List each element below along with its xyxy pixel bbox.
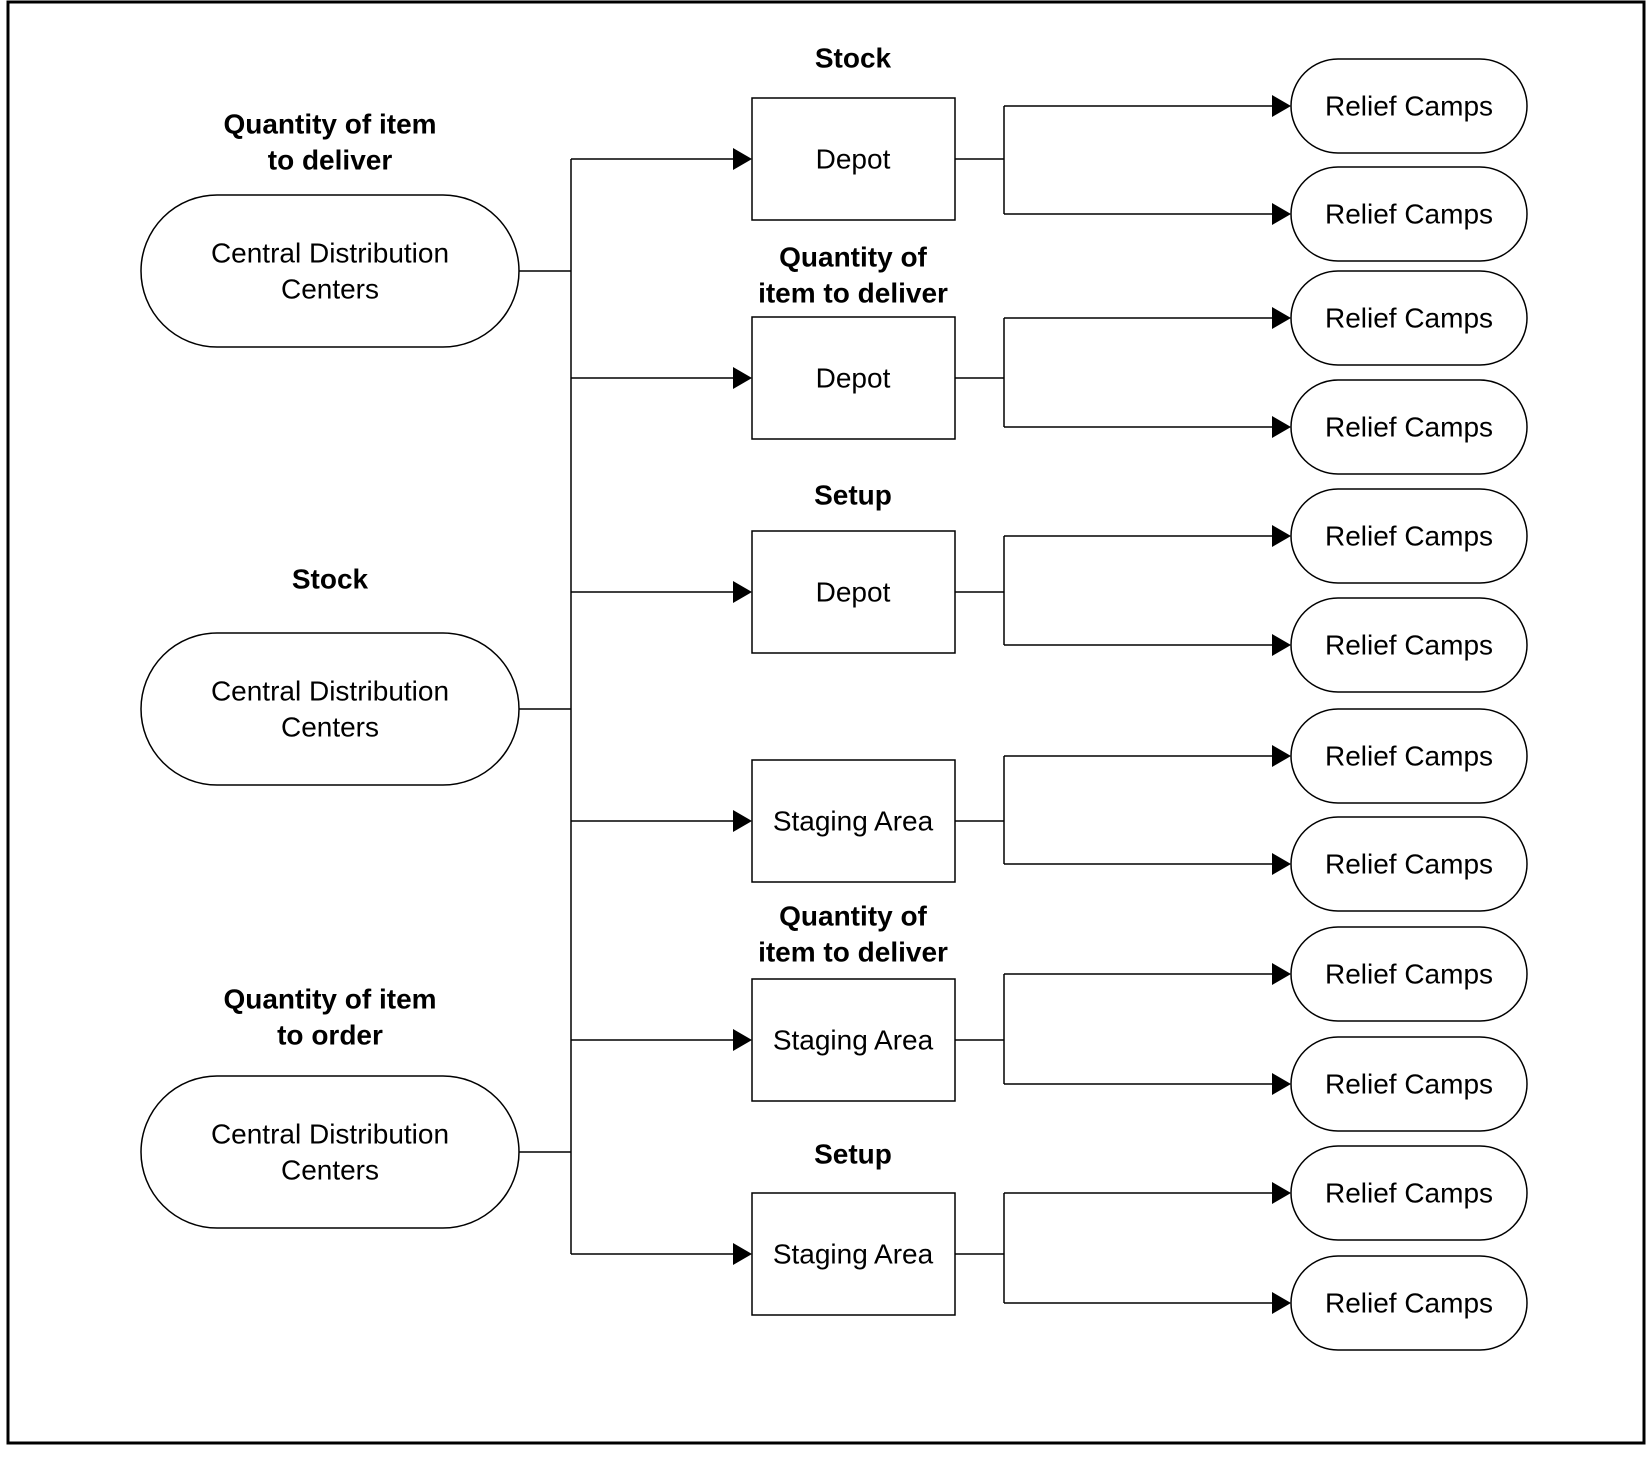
camp-arrowhead — [1272, 1073, 1291, 1095]
facility-label: Staging Area — [773, 1239, 934, 1270]
facility-caption: Quantity of — [779, 242, 927, 273]
facility-node — [751, 316, 956, 440]
distribution-center-label: Central Distribution — [211, 1119, 449, 1150]
relief-camp-node — [1290, 270, 1528, 366]
relief-camp-node — [1290, 58, 1528, 154]
relief-camp-node — [1290, 597, 1528, 693]
camp-arrowhead — [1272, 203, 1291, 225]
facility-arrowhead — [733, 1029, 752, 1051]
facility-arrowhead — [733, 367, 752, 389]
camp-arrowhead — [1272, 416, 1291, 438]
camp-arrowhead — [1272, 853, 1291, 875]
distribution-center-caption: Quantity of item — [223, 109, 436, 140]
relief-camp-node — [1290, 488, 1528, 584]
distribution-center-caption: to deliver — [268, 145, 393, 176]
facility-node — [751, 978, 956, 1102]
relief-camp-node — [1290, 379, 1528, 475]
facility-caption: Quantity of — [779, 901, 927, 932]
facility-arrowhead — [733, 581, 752, 603]
relief-camp-label: Relief Camps — [1325, 199, 1493, 230]
distribution-center-node — [140, 1075, 520, 1229]
camp-arrowhead — [1272, 745, 1291, 767]
relief-camp-label: Relief Camps — [1325, 849, 1493, 880]
relief-camp-node — [1290, 1036, 1528, 1132]
facility-label: Staging Area — [773, 806, 934, 837]
distribution-center-node — [140, 194, 520, 348]
relief-camp-node — [1290, 1255, 1528, 1351]
facility-caption: Setup — [814, 1139, 892, 1170]
relief-camp-label: Relief Camps — [1325, 521, 1493, 552]
relief-camp-label: Relief Camps — [1325, 630, 1493, 661]
facility-label: Depot — [816, 363, 891, 394]
relief-camp-node — [1290, 166, 1528, 262]
relief-camp-label: Relief Camps — [1325, 91, 1493, 122]
distribution-center-label: Central Distribution — [211, 238, 449, 269]
relief-camp-node — [1290, 926, 1528, 1022]
distribution-center-label: Centers — [281, 712, 379, 743]
distribution-center-node — [140, 632, 520, 786]
camp-arrowhead — [1272, 1292, 1291, 1314]
distribution-center-label: Central Distribution — [211, 676, 449, 707]
camp-arrowhead — [1272, 1182, 1291, 1204]
camp-arrowhead — [1272, 525, 1291, 547]
facility-arrowhead — [733, 1243, 752, 1265]
relief-camp-label: Relief Camps — [1325, 741, 1493, 772]
facility-caption: item to deliver — [758, 278, 948, 309]
relief-camp-label: Relief Camps — [1325, 1288, 1493, 1319]
camp-arrowhead — [1272, 963, 1291, 985]
facility-label: Staging Area — [773, 1025, 934, 1056]
facility-label: Depot — [816, 577, 891, 608]
camp-arrowhead — [1272, 634, 1291, 656]
relief-camp-node — [1290, 708, 1528, 804]
distribution-center-label: Centers — [281, 274, 379, 305]
distribution-center-caption: to order — [277, 1020, 383, 1051]
camp-arrowhead — [1272, 95, 1291, 117]
facility-arrowhead — [733, 148, 752, 170]
relief-camp-node — [1290, 1145, 1528, 1241]
distribution-center-caption: Quantity of item — [223, 984, 436, 1015]
facility-arrowhead — [733, 810, 752, 832]
relief-camp-label: Relief Camps — [1325, 1178, 1493, 1209]
relief-camp-label: Relief Camps — [1325, 959, 1493, 990]
facility-caption: item to deliver — [758, 937, 948, 968]
relief-camp-label: Relief Camps — [1325, 1069, 1493, 1100]
facility-caption: Stock — [815, 43, 892, 74]
facility-label: Depot — [816, 144, 891, 175]
distribution-center-caption: Stock — [292, 564, 369, 595]
facility-node — [751, 1192, 956, 1316]
facility-node — [751, 759, 956, 883]
facility-caption: Setup — [814, 480, 892, 511]
camp-arrowhead — [1272, 307, 1291, 329]
relief-camp-label: Relief Camps — [1325, 303, 1493, 334]
distribution-center-label: Centers — [281, 1155, 379, 1186]
relief-camp-label: Relief Camps — [1325, 412, 1493, 443]
relief-camp-node — [1290, 816, 1528, 912]
